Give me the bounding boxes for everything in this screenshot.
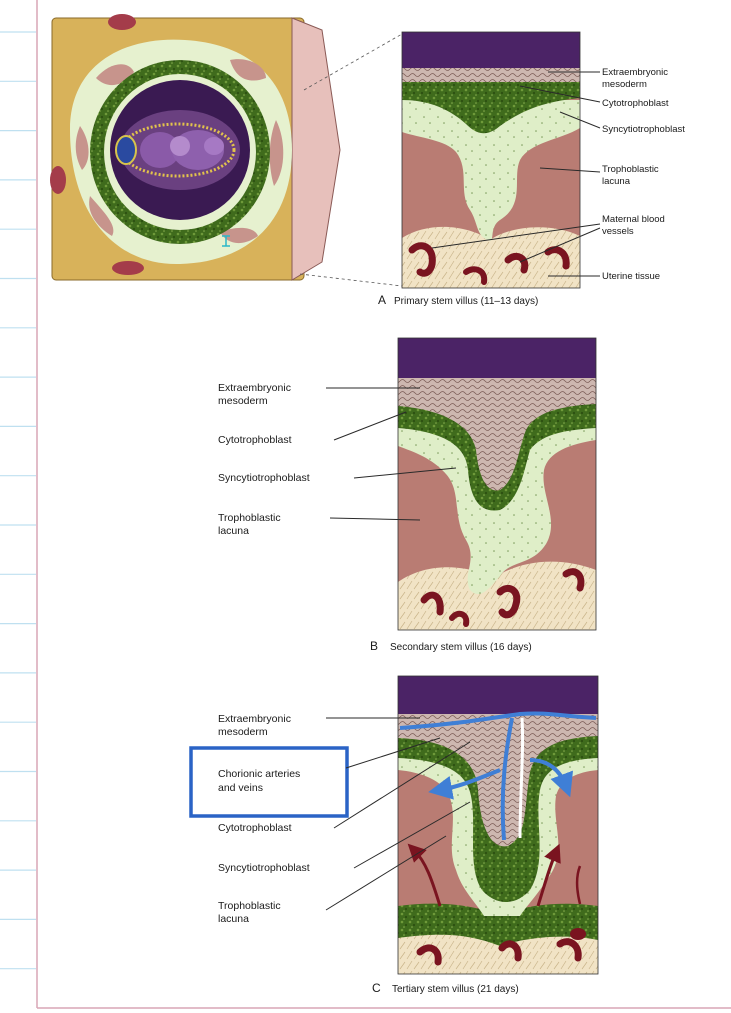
panel-a-primary-stem-villus: [401, 31, 581, 289]
implantation-overview-illustration: [50, 14, 403, 287]
caption-b-letter: B: [370, 639, 378, 653]
caption-c-letter: C: [372, 981, 381, 995]
panel-c-tertiary-stem-villus: [397, 675, 599, 975]
panel-b-secondary-stem-villus: [397, 337, 597, 631]
chorionic-highlight-box: [189, 746, 349, 818]
caption-a: Primary stem villus (11–13 days): [394, 296, 538, 307]
label-c-cytotrophoblast: Cytotrophoblast: [218, 822, 292, 834]
caption-a-letter: A: [378, 293, 386, 307]
label-a-lacuna-l1: Trophoblastic: [602, 164, 659, 175]
caption-c: Tertiary stem villus (21 days): [392, 984, 519, 995]
label-a-extraembryonic-l2: mesoderm: [602, 79, 647, 90]
label-c-chorionic-l1: Chorionic arteries: [218, 768, 300, 780]
label-a-uterine: Uterine tissue: [602, 271, 660, 282]
label-a-maternal-l2: vessels: [602, 226, 634, 237]
label-a-syncytiotrophoblast: Syncytiotrophoblast: [602, 124, 685, 135]
label-b-lacuna-l2: lacuna: [218, 525, 249, 537]
label-c-lacuna-l1: Trophoblastic: [218, 900, 281, 912]
label-c-lacuna-l2: lacuna: [218, 913, 249, 925]
label-a-lacuna-l2: lacuna: [602, 176, 631, 187]
label-b-syncytiotrophoblast: Syncytiotrophoblast: [218, 472, 310, 484]
label-c-syncytiotrophoblast: Syncytiotrophoblast: [218, 862, 310, 874]
label-b-cytotrophoblast: Cytotrophoblast: [218, 434, 292, 446]
label-b-extraembryonic-l2: mesoderm: [218, 395, 268, 407]
label-a-cytotrophoblast: Cytotrophoblast: [602, 98, 669, 109]
label-a-extraembryonic-l1: Extraembryonic: [602, 67, 668, 78]
label-c-chorionic-l2: and veins: [218, 782, 263, 794]
label-c-extraembryonic-l2: mesoderm: [218, 726, 268, 738]
label-a-maternal-l1: Maternal blood: [602, 214, 665, 225]
label-c-extraembryonic-l1: Extraembryonic: [218, 713, 291, 725]
caption-b: Secondary stem villus (16 days): [390, 642, 532, 653]
label-b-extraembryonic-l1: Extraembryonic: [218, 382, 291, 394]
label-b-lacuna-l1: Trophoblastic: [218, 512, 281, 524]
